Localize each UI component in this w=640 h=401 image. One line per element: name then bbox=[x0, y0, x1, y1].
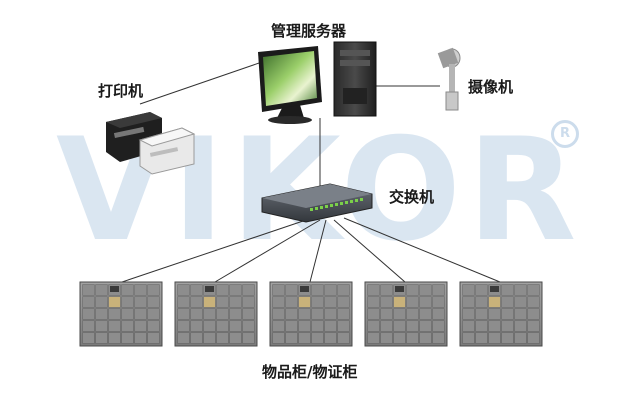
switch-ports bbox=[310, 198, 363, 211]
line-printer-server bbox=[139, 61, 263, 105]
receipt-printer-icon bbox=[106, 112, 196, 175]
locker-cabinet-icon bbox=[364, 281, 448, 347]
connection-lines bbox=[121, 61, 501, 283]
network-switch-icon bbox=[261, 183, 373, 223]
camera-icon bbox=[437, 47, 461, 111]
locker-group bbox=[79, 281, 543, 347]
line-switch-locker-4 bbox=[333, 219, 406, 283]
printer-label: 打印机 bbox=[98, 82, 144, 100]
locker-cabinet-icon bbox=[174, 281, 258, 347]
lockers-label: 物品柜/物证柜 bbox=[262, 363, 358, 381]
registered-mark: R bbox=[551, 120, 579, 148]
locker-cabinet-icon bbox=[79, 281, 163, 347]
server-label: 管理服务器 bbox=[271, 22, 347, 40]
line-switch-locker-1 bbox=[121, 217, 313, 283]
line-switch-locker-3 bbox=[309, 219, 327, 283]
locker-cabinet-icon bbox=[459, 281, 543, 347]
computer-server-icon bbox=[258, 41, 377, 124]
switch-label: 交换机 bbox=[389, 188, 435, 206]
line-switch-locker-5 bbox=[343, 217, 501, 283]
camera-label: 摄像机 bbox=[468, 78, 514, 96]
locker-cabinet-icon bbox=[269, 281, 353, 347]
line-switch-locker-2 bbox=[214, 219, 321, 283]
